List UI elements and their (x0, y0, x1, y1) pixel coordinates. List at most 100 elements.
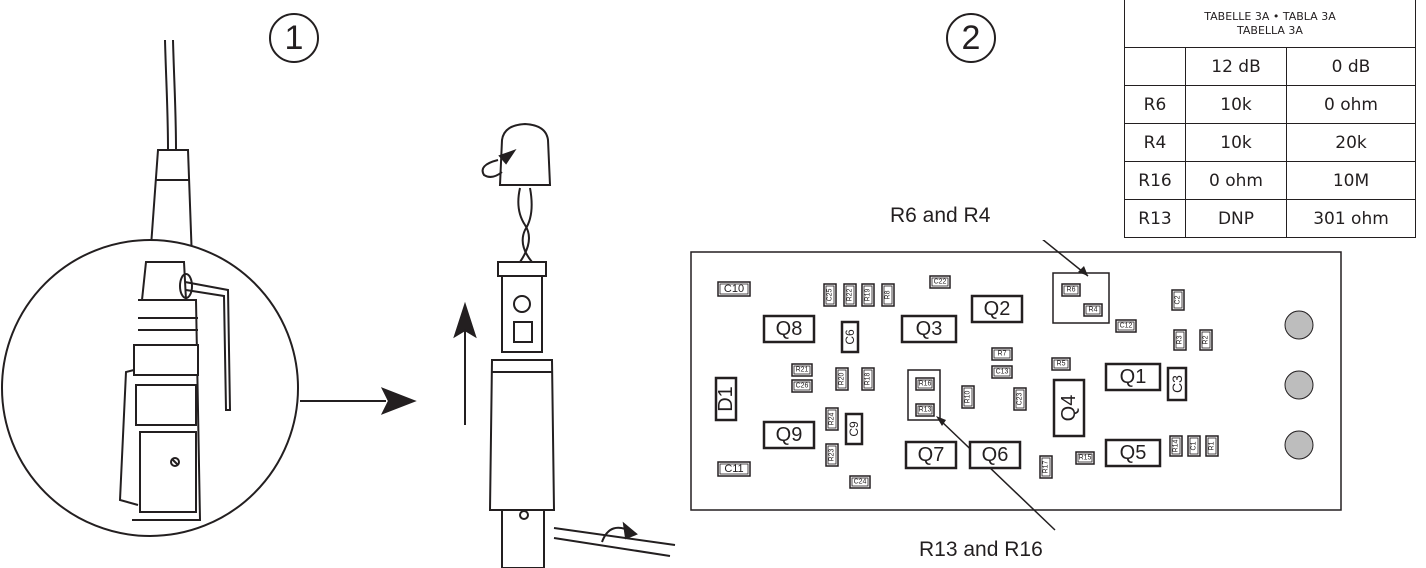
table-cell: DNP (1185, 199, 1287, 238)
component-label: R6 (1067, 287, 1076, 294)
component-label: Q6 (982, 444, 1009, 466)
callout-r13-r16: R13 and R16 (919, 538, 1043, 561)
pcb-component-c10: C10 (717, 281, 751, 297)
component-outline (1166, 366, 1188, 402)
component-label: R22 (847, 288, 854, 301)
component-label: R2 (1203, 335, 1210, 344)
pcb-component-c26: C26 (791, 379, 813, 393)
pad (1284, 310, 1314, 340)
component-label: Q9 (776, 424, 803, 446)
component-outline (1013, 387, 1027, 411)
component-outline (991, 347, 1013, 361)
component-label: R1 (1209, 441, 1216, 450)
component-label: R21 (796, 367, 809, 374)
component-label: Q1 (1120, 366, 1147, 388)
component-label: R18 (865, 372, 872, 385)
component-label: R17 (1043, 460, 1050, 473)
component-outline (915, 377, 935, 391)
pcb-component-r4: R4 (1083, 303, 1103, 317)
arrow-right (300, 387, 417, 415)
callout-r6-r4: R6 and R4 (890, 204, 991, 227)
step-2-number: 2 (946, 13, 996, 63)
component-label: D1 (715, 386, 737, 412)
component-label: Q5 (1120, 442, 1147, 464)
mic-cap (498, 122, 552, 186)
table-header-line-1: TABELLE 3A • TABLA 3A (1204, 9, 1336, 23)
leader-line-bottom (939, 419, 1056, 531)
pcb-component-q5: Q5 (1104, 438, 1162, 468)
cable-line (164, 39, 169, 151)
component-outline (1075, 451, 1095, 465)
settings-table: TABELLE 3A • TABLA 3A TABELLA 3A 12 dB 0… (1124, 0, 1416, 238)
column-header: 0 dB (1286, 47, 1416, 86)
pcb-component-d1: D1 (714, 376, 738, 422)
component-outline (1171, 289, 1185, 311)
open-mic-illustration (453, 122, 676, 568)
pcb-component-c24: C24 (849, 475, 871, 489)
component-label: R24 (829, 412, 836, 425)
component-outline (762, 314, 816, 344)
component-label: R15 (1079, 455, 1092, 462)
component-outline (1115, 319, 1137, 333)
pcb-component-r8: R8 (881, 283, 895, 307)
leader-line-top (1042, 240, 1089, 277)
component-outline (849, 475, 871, 489)
component-label: R10 (965, 390, 972, 403)
component-outline (762, 420, 816, 450)
component-label: C11 (724, 463, 743, 475)
component-label: R23 (829, 448, 836, 461)
table-cell: 10k (1185, 85, 1287, 124)
component-outline (1061, 283, 1081, 297)
component-outline (791, 379, 813, 393)
component-label: R20 (839, 372, 846, 385)
component-outline (1173, 329, 1187, 351)
component-label: Q2 (984, 298, 1011, 320)
component-label: R8 (885, 290, 892, 299)
component-outline (1104, 362, 1162, 392)
component-outline (1187, 435, 1201, 457)
pcb-component-r24: R24 (825, 407, 839, 431)
component-label: Q4 (1058, 395, 1080, 422)
mic-body (488, 359, 556, 511)
component-outline (1051, 357, 1071, 371)
pcb-component-r14: R14 (1169, 435, 1183, 457)
component-label: Q7 (918, 444, 945, 466)
component-outline (961, 385, 975, 409)
component-label: Q8 (776, 318, 803, 340)
component-label: C22 (934, 279, 947, 286)
table-cell: 0 ohm (1185, 161, 1287, 200)
table-header-line-2: TABELLA 3A (1237, 23, 1303, 37)
component-outline (840, 320, 860, 354)
component-label: R7 (998, 351, 1007, 358)
table-cell: R16 (1124, 161, 1186, 200)
pcb-component-r21: R21 (791, 363, 813, 377)
pcb-component-c23: C23 (1013, 387, 1027, 411)
component-label: R5 (1057, 361, 1066, 368)
pcb-component-q8: Q8 (762, 314, 816, 344)
pad (1284, 430, 1314, 460)
table-cell: 20k (1286, 123, 1416, 162)
component-label: C23 (1017, 392, 1024, 405)
component-label: C2 (1175, 295, 1182, 304)
component-outline (825, 443, 839, 467)
pcb-component-c12: C12 (1115, 319, 1137, 333)
component-outline (1169, 435, 1183, 457)
pcb-component-q3: Q3 (900, 314, 958, 344)
step-1-illustration (1, 39, 417, 537)
component-outline (881, 283, 895, 307)
pads (1284, 310, 1314, 460)
component-outline (791, 363, 813, 377)
pcb-component-c22: C22 (929, 275, 951, 289)
table-cell: 10M (1286, 161, 1416, 200)
component-label: R16 (919, 381, 932, 388)
component-label: C3 (1169, 375, 1185, 393)
component-label: R19 (865, 288, 872, 301)
pcb-outline (690, 251, 1342, 511)
component-outline (904, 440, 958, 470)
r13-r16-highlight-box (907, 369, 941, 421)
component-outline (1104, 438, 1162, 468)
pcb-component-r5: R5 (1051, 357, 1071, 371)
pcb-component-r19: R19 (861, 283, 875, 307)
component-label: R3 (1177, 335, 1184, 344)
